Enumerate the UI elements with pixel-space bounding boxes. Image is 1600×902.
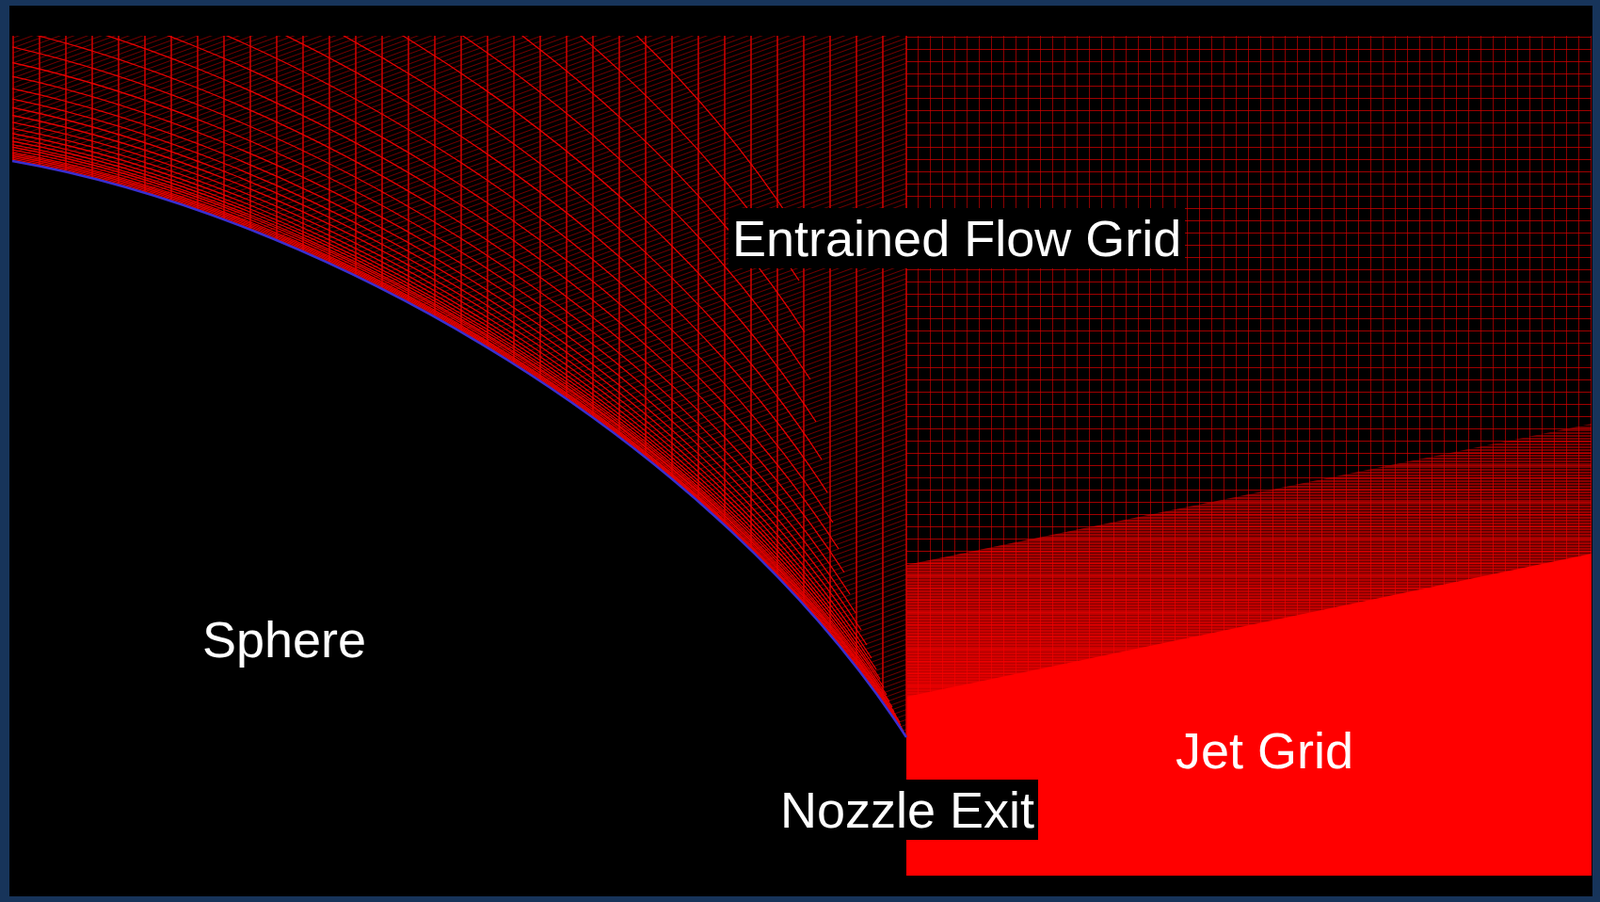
- curvilinear-grid: [0, 0, 913, 744]
- region-label: Sphere: [198, 608, 370, 670]
- region-label: Jet Grid: [1171, 720, 1358, 781]
- boundary-label: Nozzle Exit: [776, 779, 1039, 840]
- region-label: Entrained Flow Grid: [728, 208, 1185, 269]
- cartesian-grid: [906, 35, 1592, 876]
